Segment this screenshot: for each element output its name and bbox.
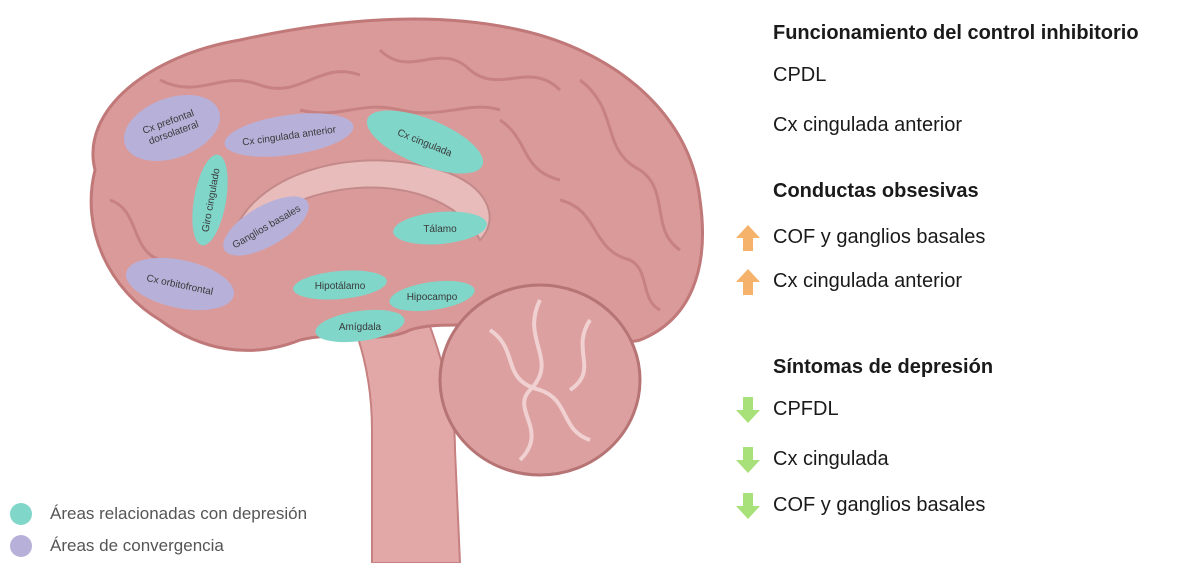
depression-item-3: COF y ganglios basales: [735, 494, 985, 517]
legend: Áreas relacionadas con depresión Áreas d…: [10, 498, 307, 562]
depression-item-2: Cx cingulada: [735, 448, 889, 471]
arrow-down-icon: [735, 395, 761, 425]
brain-illustration: Cx prefontal dorsolateral Cx cingulada a…: [0, 0, 740, 563]
heading-depression-label: Síntomas de depresión: [773, 356, 993, 379]
info-panel: Funcionamiento del control inhibitorio C…: [735, 0, 1199, 563]
heading-inhibitory: Funcionamiento del control inhibitorio: [735, 22, 1139, 45]
inhibitory-item-2: Cx cingulada anterior: [735, 114, 962, 137]
depression-item-1: CPFDL: [735, 398, 839, 421]
inhibitory-item-2-label: Cx cingulada anterior: [773, 114, 962, 137]
depression-item-3-label: COF y ganglios basales: [773, 494, 985, 517]
heading-obsessive: Conductas obsesivas: [735, 180, 979, 203]
obsessive-item-1-label: COF y ganglios basales: [773, 226, 985, 249]
depression-item-1-label: CPFDL: [773, 398, 839, 421]
legend-depression-label: Áreas relacionadas con depresión: [50, 504, 307, 524]
region-hipotalamo-label: Hipotálamo: [315, 281, 366, 292]
legend-convergence-swatch: [10, 535, 32, 557]
obsessive-item-1: COF y ganglios basales: [735, 226, 985, 249]
heading-depression: Síntomas de depresión: [735, 356, 993, 379]
arrow-down-icon: [735, 445, 761, 475]
arrow-down-icon: [735, 491, 761, 521]
region-hipocampo-label: Hipocampo: [407, 292, 458, 303]
legend-convergence-label: Áreas de convergencia: [50, 536, 224, 556]
arrow-up-icon: [735, 267, 761, 297]
heading-obsessive-label: Conductas obsesivas: [773, 180, 979, 203]
region-amigdala-label: Amígdala: [339, 322, 382, 333]
region-talamo-label: Tálamo: [423, 224, 457, 235]
heading-inhibitory-label: Funcionamiento del control inhibitorio: [773, 22, 1139, 45]
cerebellum: [440, 285, 640, 475]
depression-item-2-label: Cx cingulada: [773, 448, 889, 471]
obsessive-item-2: Cx cingulada anterior: [735, 270, 962, 293]
legend-depression: Áreas relacionadas con depresión: [10, 498, 307, 530]
inhibitory-item-1: CPDL: [735, 64, 826, 87]
legend-depression-swatch: [10, 503, 32, 525]
obsessive-item-2-label: Cx cingulada anterior: [773, 270, 962, 293]
inhibitory-item-1-label: CPDL: [773, 64, 826, 87]
legend-convergence: Áreas de convergencia: [10, 530, 307, 562]
arrow-up-icon: [735, 223, 761, 253]
